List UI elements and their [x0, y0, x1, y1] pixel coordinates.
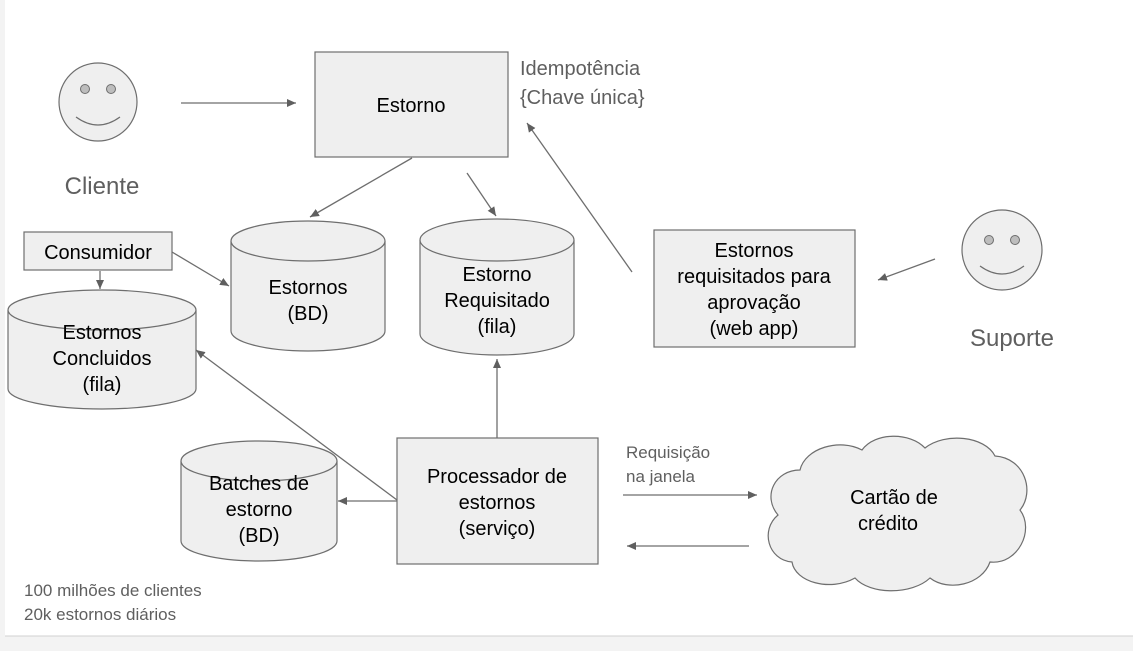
arrow-estorno-to-bd [309, 157, 413, 218]
chave-unica-label: {Chave única} [520, 87, 645, 109]
estornos-bd-label-1: Estornos [269, 277, 348, 299]
estornos-bd-cylinder [230, 220, 386, 352]
batches-label-2: estorno [226, 499, 293, 521]
consumidor-label: Consumidor [44, 242, 152, 264]
aprovacao-label-2: requisitados para [677, 266, 831, 288]
client-smiley-icon [58, 62, 138, 142]
estorno-requisitado-cylinder [419, 218, 575, 356]
cartao-label-1: Cartão de [850, 487, 938, 509]
estorno-box [314, 51, 509, 158]
estorno-label: Estorno [377, 95, 446, 117]
footer-line-1: 100 milhões de clientes [24, 581, 202, 600]
arrow-estorno-to-fila [466, 172, 497, 217]
aprovacao-box [653, 229, 856, 348]
estornos-bd-label-2: (BD) [287, 303, 328, 325]
batches-label-1: Batches de [209, 473, 309, 495]
na-janela-label: na janela [626, 467, 696, 486]
processador-label-2: estornos [459, 492, 536, 514]
support-label: Suporte [970, 325, 1054, 352]
client-label: Cliente [65, 173, 140, 200]
batches-label-3: (BD) [238, 525, 279, 547]
aprovacao-label-3: aprovação [707, 292, 800, 314]
estornos-concluidos-label-1: Estornos [63, 322, 142, 344]
estornos-concluidos-label-3: (fila) [83, 374, 122, 396]
arrow-processador-to-concluidos [195, 349, 398, 501]
estorno-requisitado-label-1: Estorno [463, 264, 532, 286]
estorno-requisitado-label-3: (fila) [478, 316, 517, 338]
cartao-label-2: crédito [858, 513, 918, 535]
estornos-concluidos-label-2: Concluidos [53, 348, 152, 370]
footer-line-2: 20k estornos diários [24, 605, 176, 624]
consumidor-box [23, 231, 173, 271]
estorno-requisitado-label-2: Requisitado [444, 290, 550, 312]
requisicao-label: Requisição [626, 443, 710, 462]
arrow-consumidor-to-bd [171, 251, 230, 287]
aprovacao-label-4: (web app) [710, 318, 799, 340]
cartao-cloud [767, 435, 1028, 592]
arrow-aprovacao-to-idempotencia [526, 122, 633, 273]
processador-label-3: (serviço) [459, 518, 536, 540]
estornos-concluidos-cylinder [7, 289, 197, 410]
arrow-support-to-aprovacao [877, 258, 936, 281]
aprovacao-label-1: Estornos [715, 240, 794, 262]
support-smiley-icon [961, 209, 1043, 291]
idempotencia-label: Idempotência [520, 58, 641, 80]
batches-bd-cylinder [180, 440, 338, 562]
processador-label-1: Processador de [427, 466, 567, 488]
